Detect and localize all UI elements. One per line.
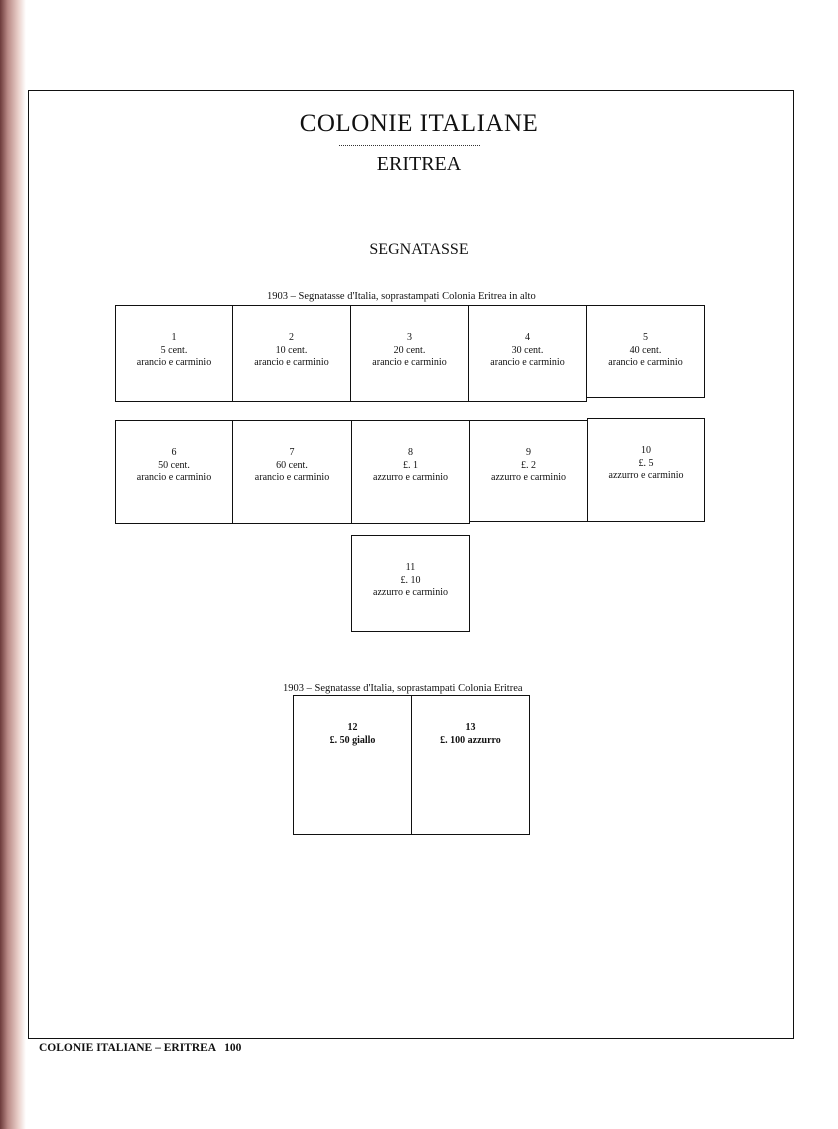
stamp-value: £. 1 <box>403 459 418 471</box>
stamp-num: 12 <box>347 722 358 733</box>
stamp-color: arancio e carminio <box>608 357 683 368</box>
stamp-num: 4 <box>525 332 530 343</box>
stamp-num: 1 <box>171 332 177 343</box>
stamp-num: 7 <box>289 447 295 458</box>
stamp-value: 10 cent. <box>275 344 308 356</box>
group-caption: 1903 – Segnatasse d'Italia, soprastampat… <box>267 291 536 302</box>
stamp-num: 6 <box>171 447 177 458</box>
stamp-color: arancio e carminio <box>372 357 447 368</box>
stamp-value: 5 cent. <box>160 344 188 356</box>
page-edge-shadow <box>0 0 26 1129</box>
stamp-color: azzurro e carminio <box>373 587 448 598</box>
page-subtitle: ERITREA <box>376 153 462 175</box>
stamp-color: azzurro e carminio <box>608 470 684 481</box>
stamp-color: azzurro e carminio <box>373 472 448 483</box>
stamp-value: £. 10 <box>400 574 421 586</box>
page-frame <box>28 90 794 1039</box>
stamp-color: arancio e carminio <box>254 472 330 483</box>
stamp-value: 60 cent. <box>276 459 308 471</box>
stamp-color: arancio e carminio <box>490 357 565 368</box>
stamp-value: £. 5 <box>638 457 654 469</box>
group-caption: 1903 – Segnatasse d'Italia, soprastampat… <box>283 683 523 694</box>
stamp-value: £. 50 giallo <box>329 734 376 746</box>
stamp-num: 13 <box>465 722 476 733</box>
stamp-color: azzurro e carminio <box>491 472 566 483</box>
stamp-value: 40 cent. <box>629 344 662 356</box>
stamp-space: 13£. 100 azzurro <box>411 695 530 835</box>
page-footer: COLONIE ITALIANE – ERITREA 100 <box>39 1042 242 1054</box>
stamp-color: arancio e carminio <box>254 357 329 368</box>
page-title: COLONIE ITALIANE <box>299 110 539 137</box>
stamp-num: 10 <box>641 445 651 456</box>
stamp-num: 5 <box>643 332 648 343</box>
stamp-value: 50 cent. <box>158 459 190 471</box>
stamp-num: 2 <box>289 332 294 343</box>
stamp-value: 30 cent. <box>511 344 544 356</box>
section-heading: SEGNATASSE <box>369 241 469 258</box>
title-divider <box>339 145 480 146</box>
stamp-num: 11 <box>405 562 416 573</box>
stamp-color: arancio e carminio <box>136 472 212 483</box>
stamp-color: arancio e carminio <box>136 357 212 368</box>
stamp-value: £. 2 <box>521 459 536 471</box>
stamp-num: 9 <box>526 447 531 458</box>
stamp-value: 20 cent. <box>393 344 426 356</box>
stamp-num: 8 <box>408 447 413 458</box>
stamp-space: 12£. 50 giallo <box>293 695 412 835</box>
stamp-num: 3 <box>407 332 412 343</box>
stamp-value: £. 100 azzurro <box>440 734 501 746</box>
